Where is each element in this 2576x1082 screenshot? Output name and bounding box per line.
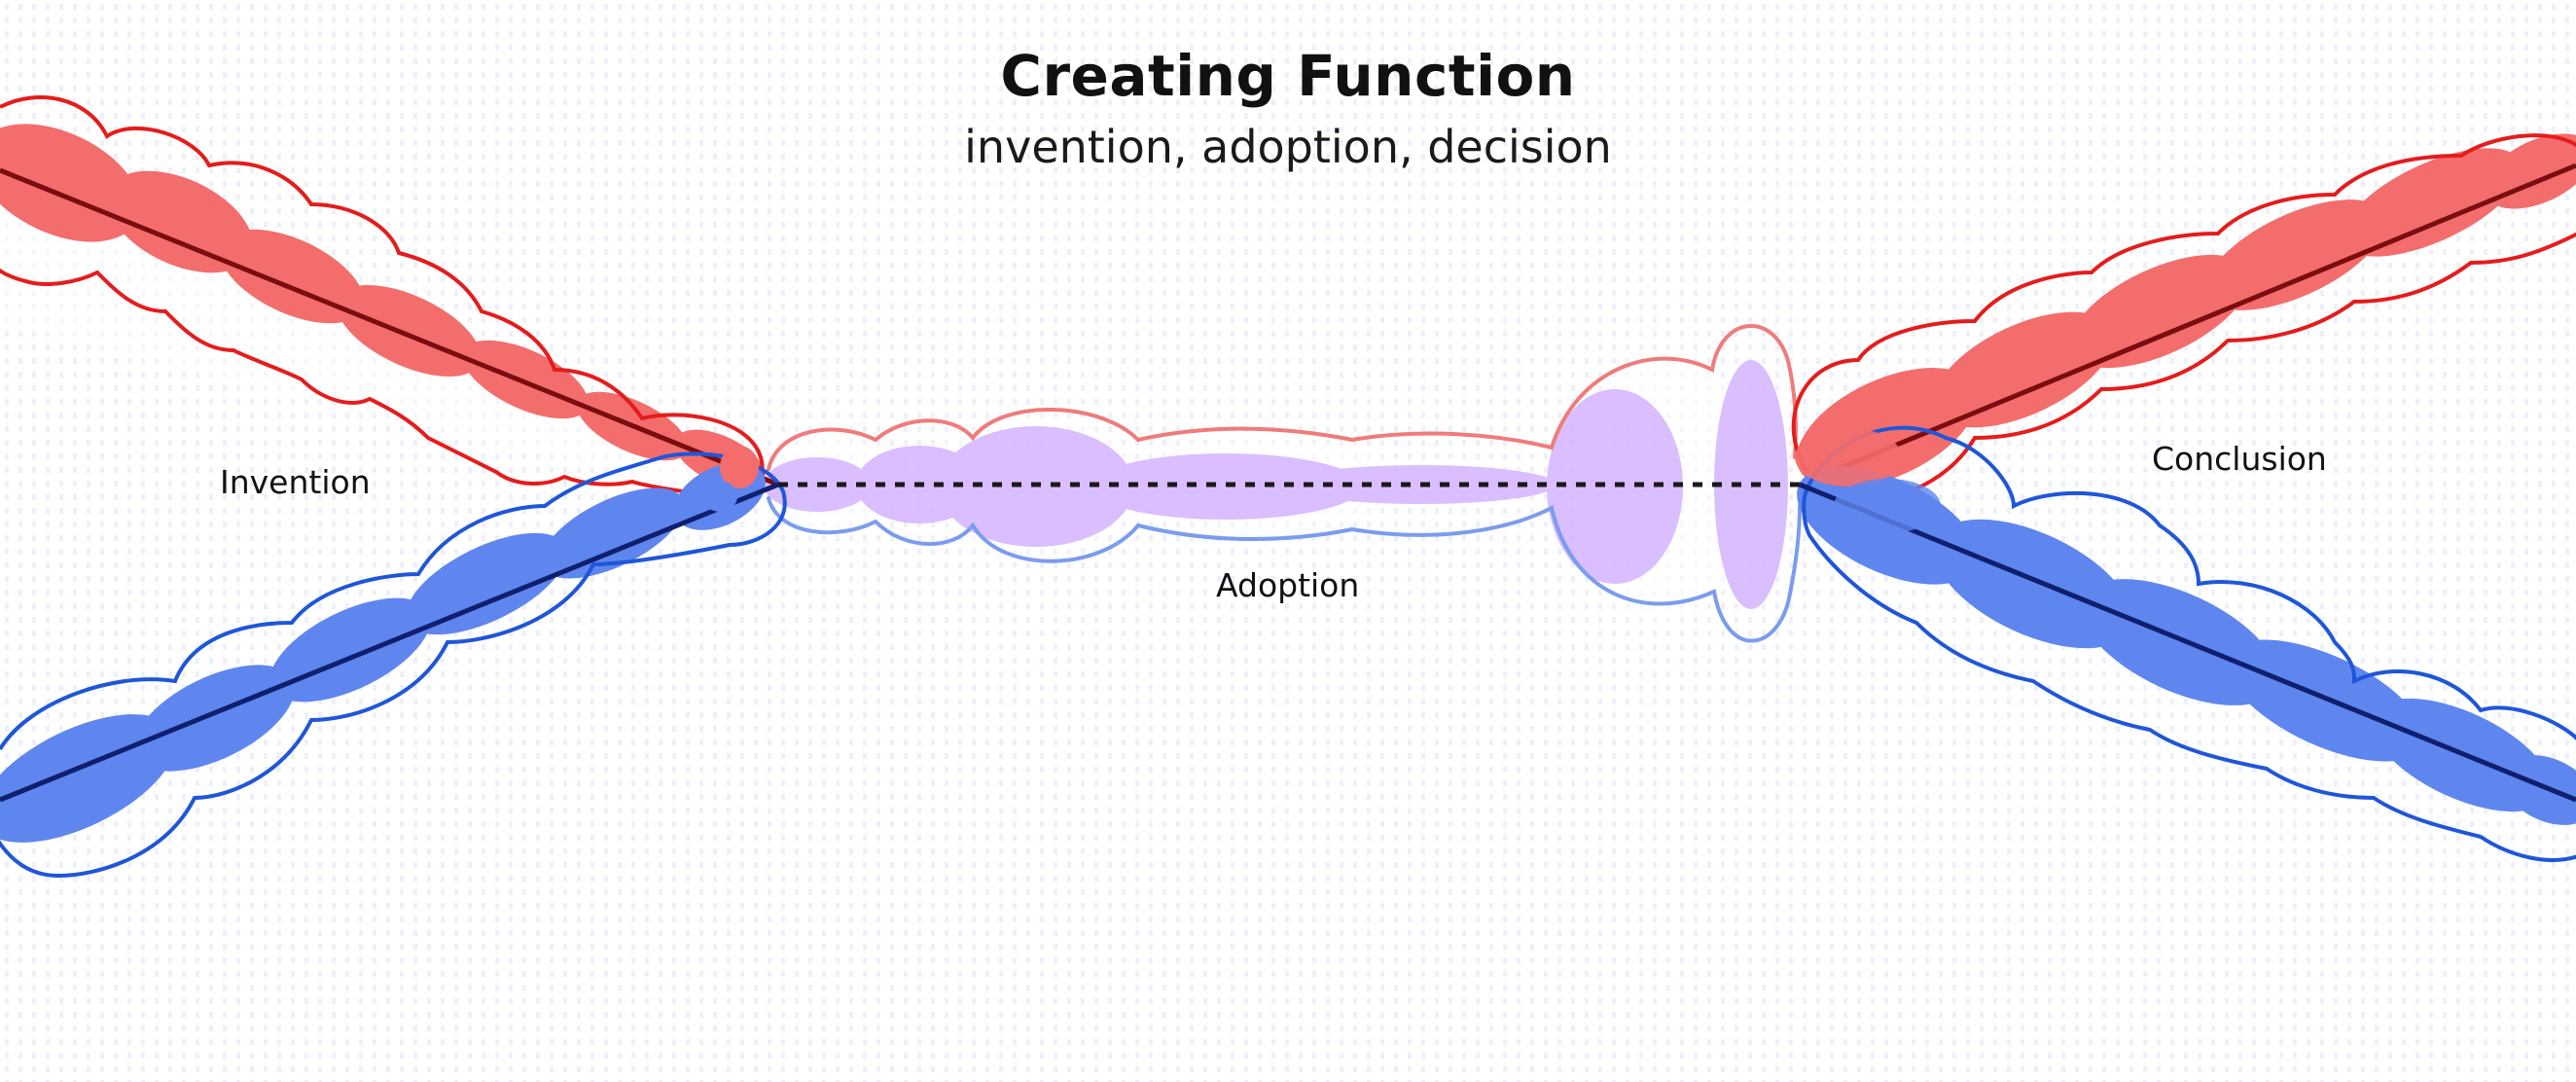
page-title: Creating Function (1000, 43, 1576, 109)
conclusion-blue-outline (1802, 425, 2576, 862)
conclusion-red-outline (1791, 133, 2576, 501)
label-conclusion: Conclusion (2152, 440, 2327, 478)
adoption-lower-outline (767, 496, 1802, 643)
conclusion-blue-arm (1797, 425, 2576, 862)
label-adoption: Adoption (1216, 566, 1360, 604)
invention-blue-arm (0, 451, 787, 879)
invention-red-line (0, 167, 779, 487)
invention-blue-outline (0, 451, 787, 879)
page-subtitle: invention, adoption, decision (964, 121, 1612, 173)
invention-blue-line (0, 482, 779, 803)
adoption-upper-outline (767, 324, 1798, 471)
invention-red-arm (0, 95, 779, 506)
label-invention: Invention (220, 463, 371, 501)
adoption-band (749, 324, 1802, 643)
conclusion-blue-line (1799, 482, 2576, 803)
invention-junction (702, 446, 759, 512)
conclusion-junction (1795, 428, 1941, 533)
